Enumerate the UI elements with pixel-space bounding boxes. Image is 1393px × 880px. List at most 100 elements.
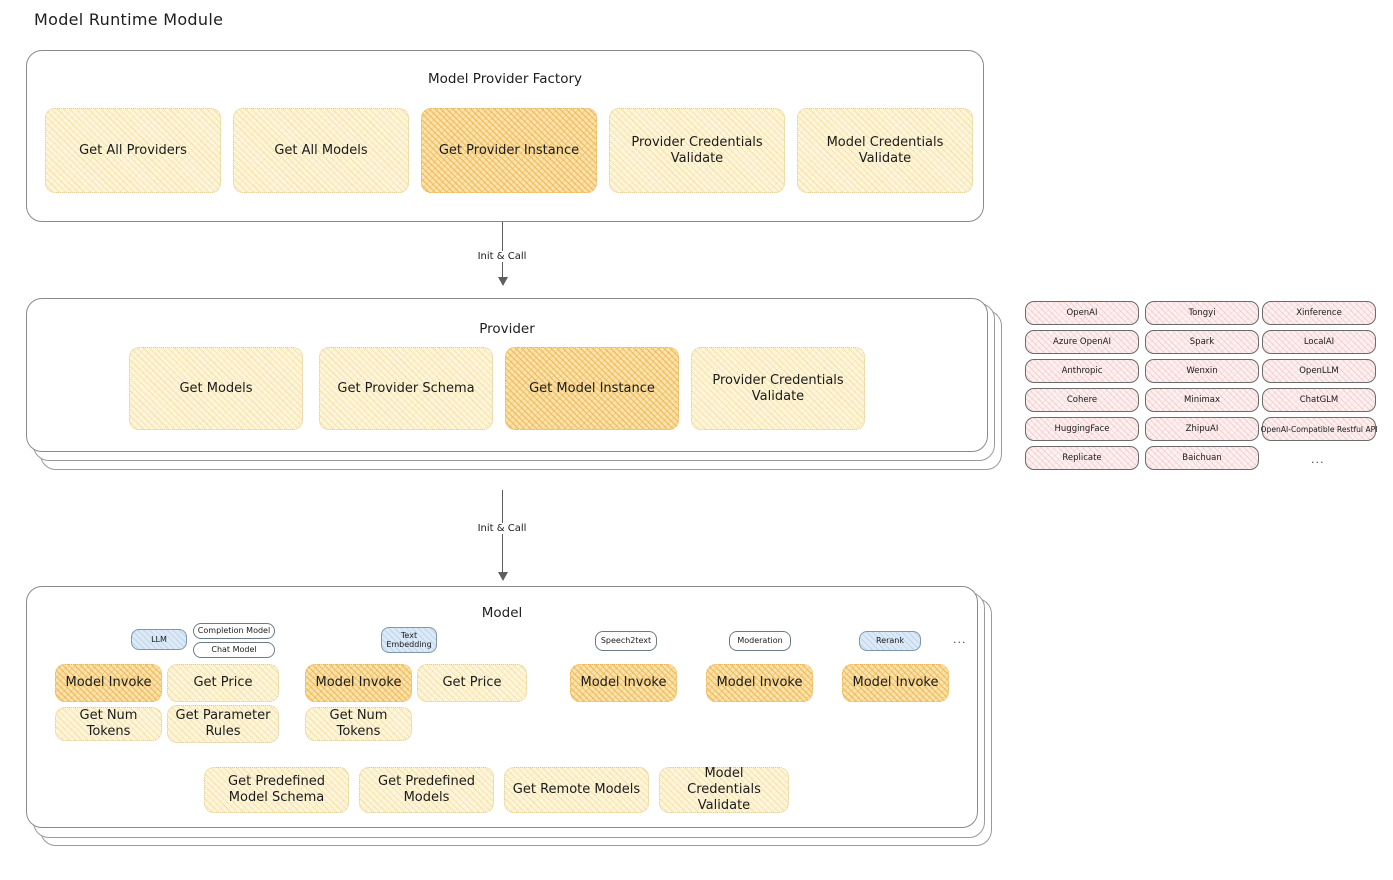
provider-tag-label: LocalAI bbox=[1303, 337, 1335, 347]
model-panel: Model LLM Completion Model Chat Model Te… bbox=[26, 586, 978, 828]
provider-tag-label: OpenAI bbox=[1066, 308, 1098, 318]
model-subtag-completion-model[interactable]: Completion Model bbox=[193, 623, 275, 639]
provider-tag-label: OpenLLM bbox=[1299, 366, 1339, 376]
provider-tag-label: Anthropic bbox=[1061, 366, 1103, 376]
provider-tag-label: HuggingFace bbox=[1054, 424, 1110, 434]
factory-item-get-provider-instance[interactable]: Get Provider Instance bbox=[421, 108, 597, 193]
arrow-provider-to-model-head bbox=[498, 572, 508, 581]
model-type-badge-moderation[interactable]: Moderation bbox=[729, 631, 791, 651]
provider-tag-label: Minimax bbox=[1184, 395, 1220, 405]
model-subtag-label: Chat Model bbox=[211, 645, 257, 655]
model-method-invoke-moderation[interactable]: Model Invoke bbox=[706, 664, 813, 702]
model-method-label: Model Invoke bbox=[580, 675, 667, 691]
provider-tag-label: OpenAI-Compatible Restful API bbox=[1260, 424, 1378, 434]
model-method-label: Model Invoke bbox=[65, 675, 152, 691]
model-shared-get-predefined-models[interactable]: Get Predefined Models bbox=[359, 767, 494, 813]
model-shared-get-remote-models[interactable]: Get Remote Models bbox=[504, 767, 649, 813]
model-method-label: Get Num Tokens bbox=[329, 708, 388, 739]
provider-tag-more: ... bbox=[1311, 453, 1325, 466]
factory-item-provider-credentials-validate[interactable]: Provider Credentials Validate bbox=[609, 108, 785, 193]
provider-panel: Provider Get Models Get Provider Schema … bbox=[26, 298, 988, 452]
provider-tag-label: Azure OpenAI bbox=[1053, 337, 1111, 347]
model-method-label: Get Num Tokens bbox=[79, 708, 138, 739]
page-title: Model Runtime Module bbox=[34, 10, 224, 29]
provider-item-label: Get Models bbox=[179, 380, 253, 396]
model-type-label: Text Embedding bbox=[386, 630, 432, 649]
provider-tag-label: Wenxin bbox=[1186, 366, 1218, 376]
provider-tag[interactable]: LocalAI bbox=[1262, 330, 1376, 354]
arrow-provider-to-model-line bbox=[502, 490, 504, 578]
provider-tag[interactable]: Baichuan bbox=[1145, 446, 1259, 470]
model-type-label: Speech2text bbox=[600, 636, 652, 646]
model-method-get-price-llm[interactable]: Get Price bbox=[167, 664, 279, 702]
model-subtag-label: Completion Model bbox=[197, 626, 271, 636]
provider-tag[interactable]: Cohere bbox=[1025, 388, 1139, 412]
factory-item-label: Provider Credentials Validate bbox=[631, 134, 763, 166]
model-title: Model bbox=[481, 605, 523, 621]
provider-tag[interactable]: Azure OpenAI bbox=[1025, 330, 1139, 354]
provider-item-label: Get Model Instance bbox=[529, 380, 655, 396]
provider-tag[interactable]: OpenAI bbox=[1025, 301, 1139, 325]
model-method-get-num-tokens-text-embedding[interactable]: Get Num Tokens bbox=[305, 707, 412, 741]
provider-tag[interactable]: OpenLLM bbox=[1262, 359, 1376, 383]
provider-tag-label: Cohere bbox=[1066, 395, 1098, 405]
model-method-invoke-llm[interactable]: Model Invoke bbox=[55, 664, 162, 702]
provider-item-get-model-instance[interactable]: Get Model Instance bbox=[505, 347, 679, 430]
model-method-label: Get Price bbox=[193, 675, 253, 691]
provider-tag[interactable]: OpenAI-Compatible Restful API bbox=[1260, 417, 1378, 441]
model-type-badge-llm[interactable]: LLM bbox=[131, 629, 187, 650]
model-type-badge-speech2text[interactable]: Speech2text bbox=[595, 631, 657, 651]
provider-tag-label: Replicate bbox=[1062, 453, 1102, 463]
model-method-label: Get Parameter Rules bbox=[175, 708, 271, 739]
model-shared-label: Get Predefined Model Schema bbox=[228, 774, 325, 805]
model-shared-label: Model Credentials Validate bbox=[687, 766, 761, 813]
provider-title: Provider bbox=[479, 321, 535, 337]
provider-tag[interactable]: Anthropic bbox=[1025, 359, 1139, 383]
provider-tag-label: ZhipuAI bbox=[1185, 424, 1219, 434]
model-type-badge-rerank[interactable]: Rerank bbox=[859, 631, 921, 651]
model-type-badge-text-embedding[interactable]: Text Embedding bbox=[381, 627, 437, 653]
model-method-get-parameter-rules-llm[interactable]: Get Parameter Rules bbox=[167, 705, 279, 743]
factory-item-label: Get Provider Instance bbox=[438, 142, 580, 158]
model-type-more: ... bbox=[953, 633, 967, 646]
model-shared-get-predefined-model-schema[interactable]: Get Predefined Model Schema bbox=[204, 767, 349, 813]
factory-item-label: Get All Models bbox=[274, 142, 368, 158]
arrow-factory-to-provider-head bbox=[498, 277, 508, 286]
model-method-label: Model Invoke bbox=[315, 675, 402, 691]
model-shared-model-credentials-validate[interactable]: Model Credentials Validate bbox=[659, 766, 789, 813]
model-shared-label: Get Remote Models bbox=[512, 782, 641, 798]
provider-tag[interactable]: Xinference bbox=[1262, 301, 1376, 325]
provider-tag-label: Tongyi bbox=[1188, 308, 1216, 318]
provider-tag-label: Spark bbox=[1189, 337, 1215, 347]
model-method-invoke-rerank[interactable]: Model Invoke bbox=[842, 664, 949, 702]
provider-tag[interactable]: ZhipuAI bbox=[1145, 417, 1259, 441]
model-method-invoke-speech2text[interactable]: Model Invoke bbox=[570, 664, 677, 702]
provider-tag[interactable]: Minimax bbox=[1145, 388, 1259, 412]
model-method-get-price-text-embedding[interactable]: Get Price bbox=[417, 664, 527, 702]
provider-tag[interactable]: HuggingFace bbox=[1025, 417, 1139, 441]
provider-tag[interactable]: Spark bbox=[1145, 330, 1259, 354]
provider-item-get-models[interactable]: Get Models bbox=[129, 347, 303, 430]
model-method-get-num-tokens-llm[interactable]: Get Num Tokens bbox=[55, 707, 162, 741]
provider-tag[interactable]: Tongyi bbox=[1145, 301, 1259, 325]
provider-item-label: Provider Credentials Validate bbox=[712, 372, 844, 404]
model-method-label: Model Invoke bbox=[852, 675, 939, 691]
model-type-label: Rerank bbox=[875, 636, 904, 646]
model-shared-label: Get Predefined Models bbox=[378, 774, 475, 805]
provider-tag-label: ChatGLM bbox=[1299, 395, 1339, 405]
provider-item-get-provider-schema[interactable]: Get Provider Schema bbox=[319, 347, 493, 430]
factory-item-get-all-models[interactable]: Get All Models bbox=[233, 108, 409, 193]
provider-tag[interactable]: Wenxin bbox=[1145, 359, 1259, 383]
provider-tag[interactable]: Replicate bbox=[1025, 446, 1139, 470]
model-method-invoke-text-embedding[interactable]: Model Invoke bbox=[305, 664, 412, 702]
factory-title: Model Provider Factory bbox=[427, 71, 582, 87]
factory-item-get-all-providers[interactable]: Get All Providers bbox=[45, 108, 221, 193]
provider-tag-label: Xinference bbox=[1296, 308, 1342, 318]
provider-item-provider-credentials-validate[interactable]: Provider Credentials Validate bbox=[691, 347, 865, 430]
model-subtag-chat-model[interactable]: Chat Model bbox=[193, 642, 275, 658]
factory-item-label: Get All Providers bbox=[79, 142, 187, 158]
model-type-label: LLM bbox=[151, 634, 167, 644]
provider-tag[interactable]: ChatGLM bbox=[1262, 388, 1376, 412]
factory-item-model-credentials-validate[interactable]: Model Credentials Validate bbox=[797, 108, 973, 193]
